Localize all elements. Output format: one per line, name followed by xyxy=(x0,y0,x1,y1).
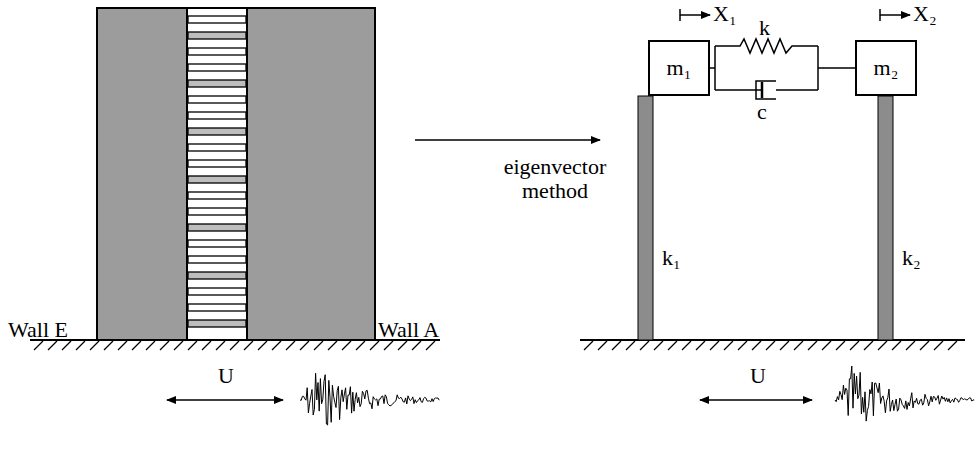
label: Wall A xyxy=(378,318,439,342)
label: k₂ xyxy=(902,246,921,270)
beam-stripes xyxy=(188,16,246,327)
ground-motion-arrow xyxy=(167,399,283,401)
mass-label: m₁ xyxy=(667,55,692,81)
column-k2 xyxy=(878,96,893,340)
ground-motion-arrow xyxy=(700,399,812,401)
label: U xyxy=(218,364,234,388)
method-arrow xyxy=(415,139,600,141)
label: k₁ xyxy=(662,246,681,270)
label: X₂ xyxy=(913,2,937,26)
seismic-trace xyxy=(835,366,974,421)
mass-label: m₂ xyxy=(874,55,899,81)
label: X₁ xyxy=(713,2,737,26)
label: Wall E xyxy=(8,318,68,342)
ground-hatching xyxy=(34,341,957,350)
displacement-arrow xyxy=(880,14,910,16)
coupling-beams xyxy=(187,8,247,340)
label: c xyxy=(757,100,767,124)
displacement-arrow xyxy=(680,14,710,16)
building-wall xyxy=(97,8,375,340)
label: U xyxy=(750,364,766,388)
column-k1 xyxy=(638,96,653,340)
mass-box: m₁ xyxy=(648,40,710,96)
label: eigenvector method xyxy=(495,155,615,203)
mass-box: m₂ xyxy=(855,40,917,96)
label: k xyxy=(759,16,770,40)
coupling-connector xyxy=(710,67,855,69)
seismic-trace xyxy=(300,373,439,425)
spring-damper xyxy=(715,39,818,99)
